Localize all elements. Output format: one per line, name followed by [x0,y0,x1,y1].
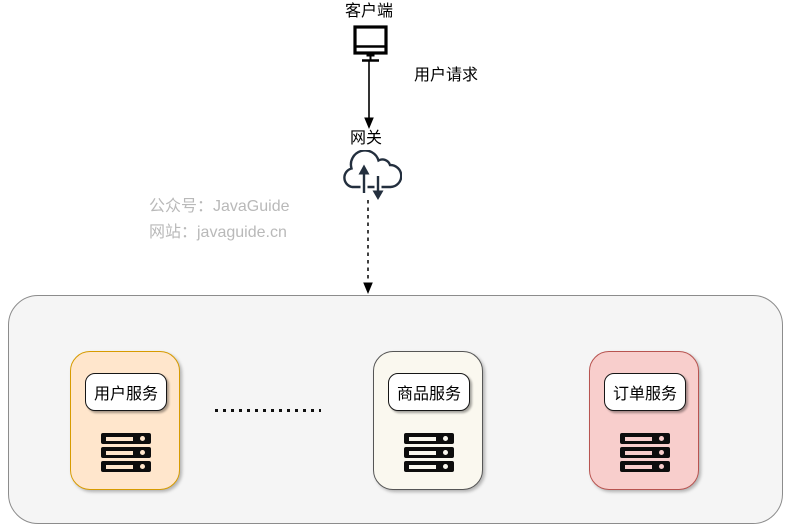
service-label-pill: 订单服务 [604,373,686,411]
cloud-transfer-icon [343,150,402,200]
gateway-to-cluster-arrow [363,200,373,294]
service-box-product: 商品服务 [373,351,483,490]
service-label-pill: 用户服务 [85,373,167,411]
client-label: 客户端 [344,3,394,20]
server-stack-icon [101,433,151,472]
watermark-line1: 公众号：JavaGuide [149,198,290,215]
monitor-icon [353,25,388,62]
service-label-pill: 商品服务 [388,373,470,411]
service-box-order: 订单服务 [589,351,699,490]
watermark-line2: 网站：javaguide.cn [149,224,287,241]
order-service-label: 订单服务 [612,386,677,403]
request-label: 用户请求 [414,67,479,84]
service-box-user: 用户服务 [70,351,180,490]
server-stack-icon [404,433,454,472]
server-stack-icon [620,433,670,472]
product-service-label: 商品服务 [396,386,461,403]
gateway-label: 网关 [349,130,383,147]
watermark: 公众号：JavaGuide 网站：javaguide.cn [149,194,290,246]
user-service-label: 用户服务 [93,386,158,403]
ellipsis-dots [215,409,321,412]
request-arrow [364,61,374,129]
